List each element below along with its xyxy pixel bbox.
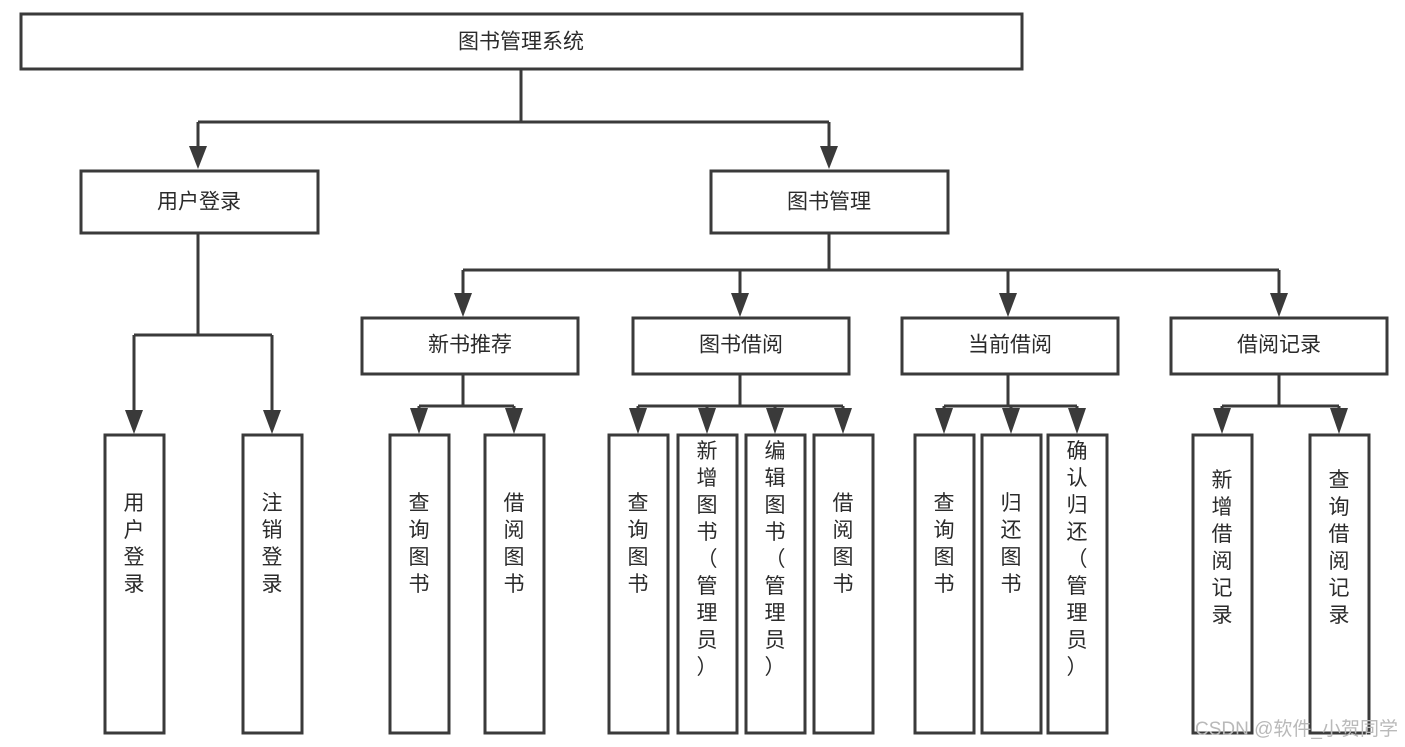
arrow-head-leaf-return-book xyxy=(1002,408,1020,434)
connector-group-book-borrow-to-leaves xyxy=(629,374,852,434)
node-book-borrow-label: 图书借阅 xyxy=(699,334,783,357)
node-book-manage-label: 图书管理 xyxy=(787,191,871,214)
node-leaf-return-book-box[interactable] xyxy=(980,433,1043,735)
connector-group-new-book-rec-to-leaves xyxy=(410,374,523,434)
node-leaf-confirm-return-box[interactable] xyxy=(1046,433,1109,735)
connector-group-current-borrow-to-leaves xyxy=(935,374,1086,434)
arrow-head-leaf-query-book-3 xyxy=(935,408,953,434)
arrow-head-leaf-query-book-1 xyxy=(410,408,428,434)
node-borrow-record-box[interactable] xyxy=(1169,316,1389,376)
node-leaf-query-book-2[interactable]: 查询图书 xyxy=(607,433,670,735)
node-leaf-borrow-book-1[interactable]: 借阅图书 xyxy=(483,433,546,735)
node-leaf-query-record-label: 查询借阅记录 xyxy=(1329,469,1350,627)
node-current-borrow-box[interactable] xyxy=(900,316,1120,376)
node-root-box[interactable] xyxy=(19,12,1024,71)
node-leaf-add-book-label: 新增图书（管理员） xyxy=(697,440,718,679)
node-root-label: 图书管理系统 xyxy=(458,31,584,54)
node-leaf-confirm-return-label: 确认归还（管理员） xyxy=(1067,440,1088,679)
node-book-manage-box[interactable] xyxy=(709,169,950,235)
arrow-head-leaf-borrow-book-1 xyxy=(505,408,523,434)
node-new-book-rec[interactable]: 新书推荐 xyxy=(360,316,580,376)
arrow-head-user-login xyxy=(189,146,207,169)
node-leaf-borrow-book-2-box[interactable] xyxy=(812,433,875,735)
node-book-manage[interactable]: 图书管理 xyxy=(709,169,950,235)
node-leaf-return-book-label: 归还图书 xyxy=(1001,492,1022,596)
arrow-head-leaf-query-book-2 xyxy=(629,408,647,434)
node-book-borrow-box[interactable] xyxy=(631,316,851,376)
node-leaf-query-book-1-label: 查询图书 xyxy=(409,492,430,596)
node-borrow-record-label: 借阅记录 xyxy=(1237,334,1321,357)
node-leaf-query-book-2-label: 查询图书 xyxy=(628,492,649,596)
arrow-head-leaf-logout xyxy=(263,410,281,434)
node-user-login-box[interactable] xyxy=(79,169,320,235)
connector-group-root-to-level2 xyxy=(189,69,838,169)
node-new-book-rec-box[interactable] xyxy=(360,316,580,376)
connector-group-book-manage-to-level3 xyxy=(454,233,1288,317)
node-leaf-edit-book[interactable]: 编辑图书（管理员） xyxy=(744,433,807,735)
node-leaf-logout-label: 注销登录 xyxy=(262,492,283,596)
node-leaf-user-login-label: 用户登录 xyxy=(124,492,145,596)
node-current-borrow-label: 当前借阅 xyxy=(968,334,1052,357)
node-leaf-user-login-box[interactable] xyxy=(103,433,166,735)
arrow-head-new-book-rec xyxy=(454,293,472,317)
node-leaf-query-book-3-label: 查询图书 xyxy=(934,492,955,596)
connector-group-borrow-record-to-leaves xyxy=(1213,374,1348,434)
node-leaf-query-record-box[interactable] xyxy=(1308,433,1371,735)
node-leaf-edit-book-label: 编辑图书（管理员） xyxy=(765,440,786,679)
connector-group-user-login-to-leaves xyxy=(125,233,281,434)
node-root[interactable]: 图书管理系统 xyxy=(19,12,1024,71)
node-leaf-query-book-2-box[interactable] xyxy=(607,433,670,735)
node-leaf-logout-box[interactable] xyxy=(241,433,304,735)
arrow-head-book-borrow xyxy=(731,293,749,317)
node-leaf-query-book-1-box[interactable] xyxy=(388,433,451,735)
node-leaf-add-book-box[interactable] xyxy=(676,433,739,735)
arrow-head-leaf-edit-book xyxy=(766,408,784,434)
node-leaf-user-login[interactable]: 用户登录 xyxy=(103,433,166,735)
node-leaf-borrow-book-2-label: 借阅图书 xyxy=(833,492,854,596)
arrow-head-borrow-record xyxy=(1270,293,1288,317)
node-new-book-rec-label: 新书推荐 xyxy=(428,334,512,357)
node-leaf-borrow-book-2[interactable]: 借阅图书 xyxy=(812,433,875,735)
node-leaf-edit-book-box[interactable] xyxy=(744,433,807,735)
node-user-login[interactable]: 用户登录 xyxy=(79,169,320,235)
node-leaf-add-record[interactable]: 新增借阅记录 xyxy=(1191,433,1254,735)
node-leaf-return-book[interactable]: 归还图书 xyxy=(980,433,1043,735)
watermark-label: CSDN @软件_小贺同学 xyxy=(1195,718,1398,740)
node-leaf-borrow-book-1-label: 借阅图书 xyxy=(504,492,525,596)
arrow-head-leaf-add-book xyxy=(698,408,716,434)
node-leaf-query-record[interactable]: 查询借阅记录 xyxy=(1308,433,1371,735)
node-leaf-query-book-3[interactable]: 查询图书 xyxy=(913,433,976,735)
node-leaf-logout[interactable]: 注销登录 xyxy=(241,433,304,735)
arrow-head-leaf-borrow-book-2 xyxy=(834,408,852,434)
arrow-head-leaf-query-record xyxy=(1330,408,1348,434)
arrow-head-leaf-user-login xyxy=(125,410,143,434)
node-book-borrow[interactable]: 图书借阅 xyxy=(631,316,851,376)
node-leaf-query-book-3-box[interactable] xyxy=(913,433,976,735)
arrow-head-current-borrow xyxy=(999,293,1017,317)
arrow-head-book-manage xyxy=(820,146,838,169)
node-leaf-query-book-1[interactable]: 查询图书 xyxy=(388,433,451,735)
node-leaf-borrow-book-1-box[interactable] xyxy=(483,433,546,735)
node-leaf-add-record-box[interactable] xyxy=(1191,433,1254,735)
node-borrow-record[interactable]: 借阅记录 xyxy=(1169,316,1389,376)
node-current-borrow[interactable]: 当前借阅 xyxy=(900,316,1120,376)
node-leaf-add-record-label: 新增借阅记录 xyxy=(1212,469,1233,627)
arrow-head-leaf-confirm-return xyxy=(1068,408,1086,434)
arrow-head-leaf-add-record xyxy=(1213,408,1231,434)
node-user-login-label: 用户登录 xyxy=(157,191,241,214)
node-leaf-add-book[interactable]: 新增图书（管理员） xyxy=(676,433,739,735)
node-leaf-confirm-return[interactable]: 确认归还（管理员） xyxy=(1046,433,1109,735)
